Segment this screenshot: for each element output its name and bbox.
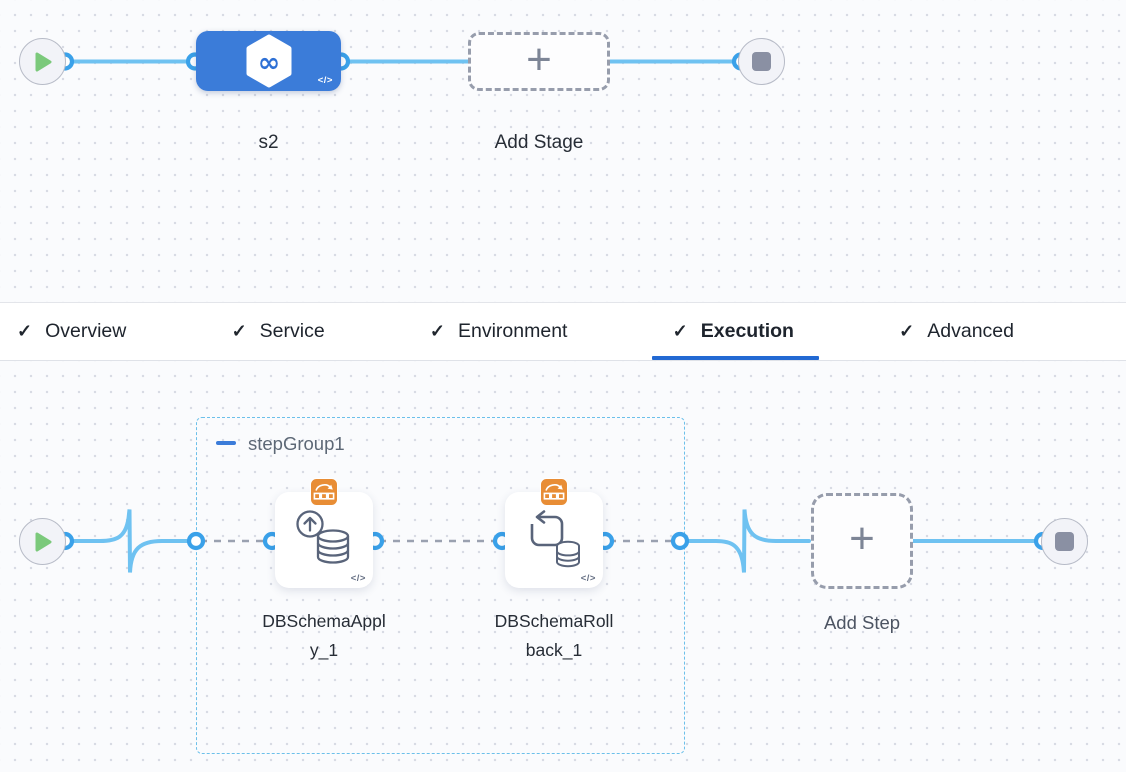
add-step-label: Add Step xyxy=(823,612,901,633)
stage-end-node xyxy=(738,38,785,85)
harness-stage-icon: ∞ xyxy=(246,34,291,88)
tab-label: Environment xyxy=(458,320,568,342)
svg-text:∞: ∞ xyxy=(257,48,280,79)
tab-label: Advanced xyxy=(927,320,1014,342)
yaml-code-icon[interactable]: </> xyxy=(580,573,596,584)
step-group-outline xyxy=(196,417,685,754)
tab-advanced[interactable]: ✓ Advanced xyxy=(899,303,1014,360)
add-stage-button[interactable]: + xyxy=(468,32,610,91)
add-stage-label: Add Stage xyxy=(494,132,584,153)
check-icon: ✓ xyxy=(672,321,688,341)
db-schema-rollback-icon xyxy=(530,510,580,568)
tab-label: Execution xyxy=(700,320,794,342)
stage-node-s2[interactable]: ∞ </> xyxy=(196,31,341,91)
plus-icon: + xyxy=(526,34,552,84)
step-group-collapse-button[interactable] xyxy=(212,434,240,452)
stage-name-label: s2 xyxy=(258,132,279,153)
active-tab-underline xyxy=(651,356,819,360)
execution-end-node xyxy=(1041,518,1088,565)
step-label-dbschemarollback: DBSchemaRollback_1 xyxy=(494,611,614,660)
stage-start-node xyxy=(19,38,66,85)
tab-service[interactable]: ✓ Service xyxy=(232,303,325,360)
aws-service-badge-icon xyxy=(540,478,568,506)
check-icon: ✓ xyxy=(429,321,445,341)
check-icon: ✓ xyxy=(899,321,915,341)
step-group-label: stepGroup1 xyxy=(248,433,345,454)
minus-icon xyxy=(216,441,236,445)
step-node-dbschemarollback[interactable]: </> xyxy=(505,478,603,588)
tab-execution[interactable]: ✓ Execution xyxy=(651,303,819,360)
tab-label: Overview xyxy=(45,320,127,342)
aws-service-badge-icon xyxy=(310,478,338,506)
tab-overview[interactable]: ✓ Overview xyxy=(17,303,126,360)
stop-icon xyxy=(1055,532,1074,551)
check-icon: ✓ xyxy=(231,321,247,341)
stage-canvas: ∞ </> + s2 Add Stage xyxy=(0,0,1126,302)
db-schema-apply-icon xyxy=(296,510,350,564)
tab-label: Service xyxy=(259,320,325,342)
check-icon: ✓ xyxy=(17,321,33,341)
yaml-code-icon[interactable]: </> xyxy=(317,75,333,86)
execution-canvas: stepGroup1 xyxy=(0,361,1126,782)
plus-icon: + xyxy=(849,514,875,563)
yaml-code-icon[interactable]: </> xyxy=(350,573,366,584)
play-icon xyxy=(35,52,51,71)
canvas-bottom-strip xyxy=(0,772,1126,782)
stop-icon xyxy=(752,52,771,71)
stage-config-tabs: ✓ Overview ✓ Service ✓ Environment ✓ Exe… xyxy=(0,302,1126,361)
execution-start-node xyxy=(19,518,66,565)
add-step-button[interactable]: + xyxy=(811,493,913,589)
step-label-dbschemaapply: DBSchemaApply_1 xyxy=(262,611,386,660)
play-icon xyxy=(35,532,51,551)
tab-environment[interactable]: ✓ Environment xyxy=(430,303,568,360)
step-node-dbschemaapply[interactable]: </> xyxy=(275,478,373,588)
